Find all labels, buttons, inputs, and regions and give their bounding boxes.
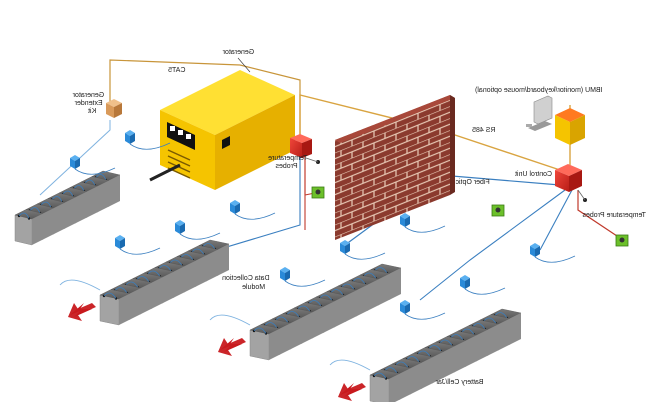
data-collection-module	[125, 130, 171, 150]
data-collection-module	[400, 213, 446, 233]
label-ibmu: IBMU (monitor/keyboard/mouse optional)	[475, 87, 603, 94]
data-collection-module	[175, 220, 221, 240]
data-collection-module	[460, 275, 506, 295]
label-fiber-optic: Fiber Optic	[455, 179, 490, 186]
battery-cell	[14, 209, 44, 246]
label-control-unit: Control Unit	[515, 171, 552, 178]
data-collection-module	[400, 300, 446, 320]
battery-cell	[249, 324, 281, 361]
label-generator: Generator	[222, 49, 254, 56]
label-extender-kit-2: Extender	[74, 100, 103, 107]
label-rs485: RS 485	[472, 127, 495, 134]
rs485-cable	[299, 94, 561, 171]
label-extender-kit-3: Kit	[88, 108, 96, 115]
data-collection-module	[340, 240, 386, 260]
generator	[149, 70, 295, 190]
temperature-probe-unit-left	[290, 134, 320, 164]
current-sensor	[311, 186, 325, 199]
data-collection-module	[280, 267, 326, 287]
firewall-brick-wall	[335, 95, 455, 240]
data-collection-module	[530, 243, 576, 263]
label-temp-probes-right: Temperature Probes	[582, 212, 646, 219]
battery-string	[59, 200, 276, 326]
label-data-collection-2: Module	[242, 284, 265, 291]
current-sensor	[615, 234, 629, 247]
current-sensor	[491, 204, 505, 217]
data-collection-module	[115, 235, 161, 255]
data-collection-module	[230, 200, 276, 220]
label-temp-probes-left-1: Temperature	[268, 155, 307, 162]
red-cable	[577, 190, 621, 239]
label-cat5: CAT5	[168, 67, 185, 74]
battery-string	[329, 243, 576, 402]
battery-cell	[99, 289, 131, 326]
control-unit	[555, 164, 587, 202]
labels: Generator CAT5 Generator Extender Kit Te…	[72, 49, 646, 386]
label-extender-kit-1: Generator	[72, 92, 104, 99]
label-data-collection-1: Data Collection	[222, 275, 270, 282]
ibmu-workstation	[526, 95, 585, 145]
battery-string	[14, 130, 171, 246]
battery-string	[209, 213, 446, 361]
generator-extender-kit	[106, 99, 122, 118]
label-temp-probes-left-2: Probes	[275, 163, 298, 170]
cables	[39, 59, 621, 301]
label-battery-cell: Battery Cell/Jar	[435, 379, 484, 386]
battery-cell	[369, 369, 401, 402]
data-collection-module	[70, 155, 116, 175]
battery-strings	[14, 130, 576, 402]
current-sensors	[311, 186, 629, 247]
